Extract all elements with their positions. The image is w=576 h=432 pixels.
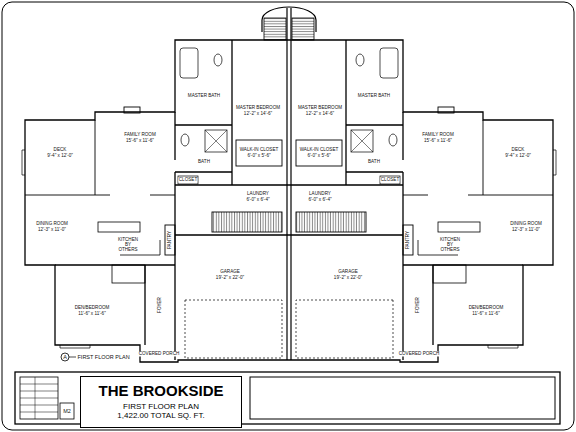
room-label: 12'-3" x 11'-0" xyxy=(512,227,541,232)
room-label: 15'-6" x 11'-6" xyxy=(424,138,453,143)
room-label: MASTER BATH xyxy=(357,93,390,98)
revision-grid xyxy=(20,377,58,419)
room-label: 12'-2" x 14'-6" xyxy=(243,111,272,116)
room-label: 9'-4" x 12'-0" xyxy=(505,153,532,158)
room-label: DECK xyxy=(511,147,525,152)
room-label: 6'-0" x 5'-6" xyxy=(307,153,331,158)
room-label: COVERED PORCH xyxy=(138,351,180,356)
room-label: MASTER BEDROOM xyxy=(235,105,280,110)
room-label: DINING ROOM xyxy=(36,221,69,226)
room-label: FAMILY ROOM xyxy=(124,132,156,137)
room-label: WALK-IN CLOSET xyxy=(239,147,279,152)
room-label: GARAGE xyxy=(220,269,241,274)
room-label: 11'-6" x 11'-6" xyxy=(472,311,501,316)
room-label: DEN/BEDROOM xyxy=(468,305,504,310)
room-label: WALK-IN CLOSET xyxy=(299,147,339,152)
room-label: KITCHEN BY OTHERS xyxy=(437,237,464,252)
room-label: 6'-0" x 5'-6" xyxy=(247,153,271,158)
room-label: 15'-6" x 11'-6" xyxy=(126,138,155,143)
callout-text: FIRST FLOOR PLAN xyxy=(77,354,130,360)
room-label: 19'-2" x 22'-0" xyxy=(333,275,362,280)
room-label: FAMILY ROOM xyxy=(422,132,454,137)
subtitle-text: FIRST FLOOR PLAN xyxy=(123,403,199,412)
room-label: PANTRY xyxy=(405,230,410,249)
room-label: DECK xyxy=(53,147,67,152)
callout-line xyxy=(69,357,76,358)
room-label: DINING ROOM xyxy=(510,221,543,226)
room-label: LAUNDRY xyxy=(247,191,270,196)
room-label: GARAGE xyxy=(338,269,359,274)
sheet-box xyxy=(60,403,74,419)
callout-text: A xyxy=(63,354,68,360)
title-box: THE BROOKSIDE FIRST FLOOR PLAN1,422.00 TO… xyxy=(80,376,242,428)
unit-walls xyxy=(22,18,289,362)
room-label: 9'-4" x 12'-0" xyxy=(47,153,74,158)
room-label: FOYER xyxy=(157,297,162,314)
room-label: MASTER BEDROOM xyxy=(297,105,342,110)
room-label: 19'-2" x 22'-0" xyxy=(215,275,244,280)
room-label: FOYER xyxy=(415,297,420,314)
room-label: 11'-6" x 11'-6" xyxy=(78,311,107,316)
subtitle-text: 1,422.00 TOTAL SQ. FT. xyxy=(117,412,204,421)
room-label: CLOSET xyxy=(178,177,197,182)
room-label: BATH xyxy=(368,159,381,164)
room-label: CLOSET xyxy=(380,177,399,182)
room-label: 6'-0" x 6'-4" xyxy=(308,197,332,202)
room-label: 12'-3" x 11'-0" xyxy=(38,227,67,232)
room-label: KITCHEN BY OTHERS xyxy=(115,237,142,252)
party-wall xyxy=(286,8,287,360)
room-label: COVERED PORCH xyxy=(398,351,440,356)
room-label: DEN/BEDROOM xyxy=(74,305,110,310)
room-label: 6'-0" x 6'-4" xyxy=(246,197,270,202)
room-label: BATH xyxy=(198,159,211,164)
title-text: THE BROOKSIDE xyxy=(98,383,223,400)
callout-text: M2 xyxy=(63,408,72,414)
blank-panel xyxy=(250,377,555,419)
party-wall xyxy=(290,8,291,360)
room-label: PANTRY xyxy=(167,230,172,249)
revision-grid xyxy=(20,377,58,419)
callout-circle xyxy=(61,353,69,361)
room-label: 12'-2" x 14'-6" xyxy=(305,111,334,116)
room-label: MASTER BATH xyxy=(187,93,220,98)
room-label: LAUNDRY xyxy=(309,191,332,196)
